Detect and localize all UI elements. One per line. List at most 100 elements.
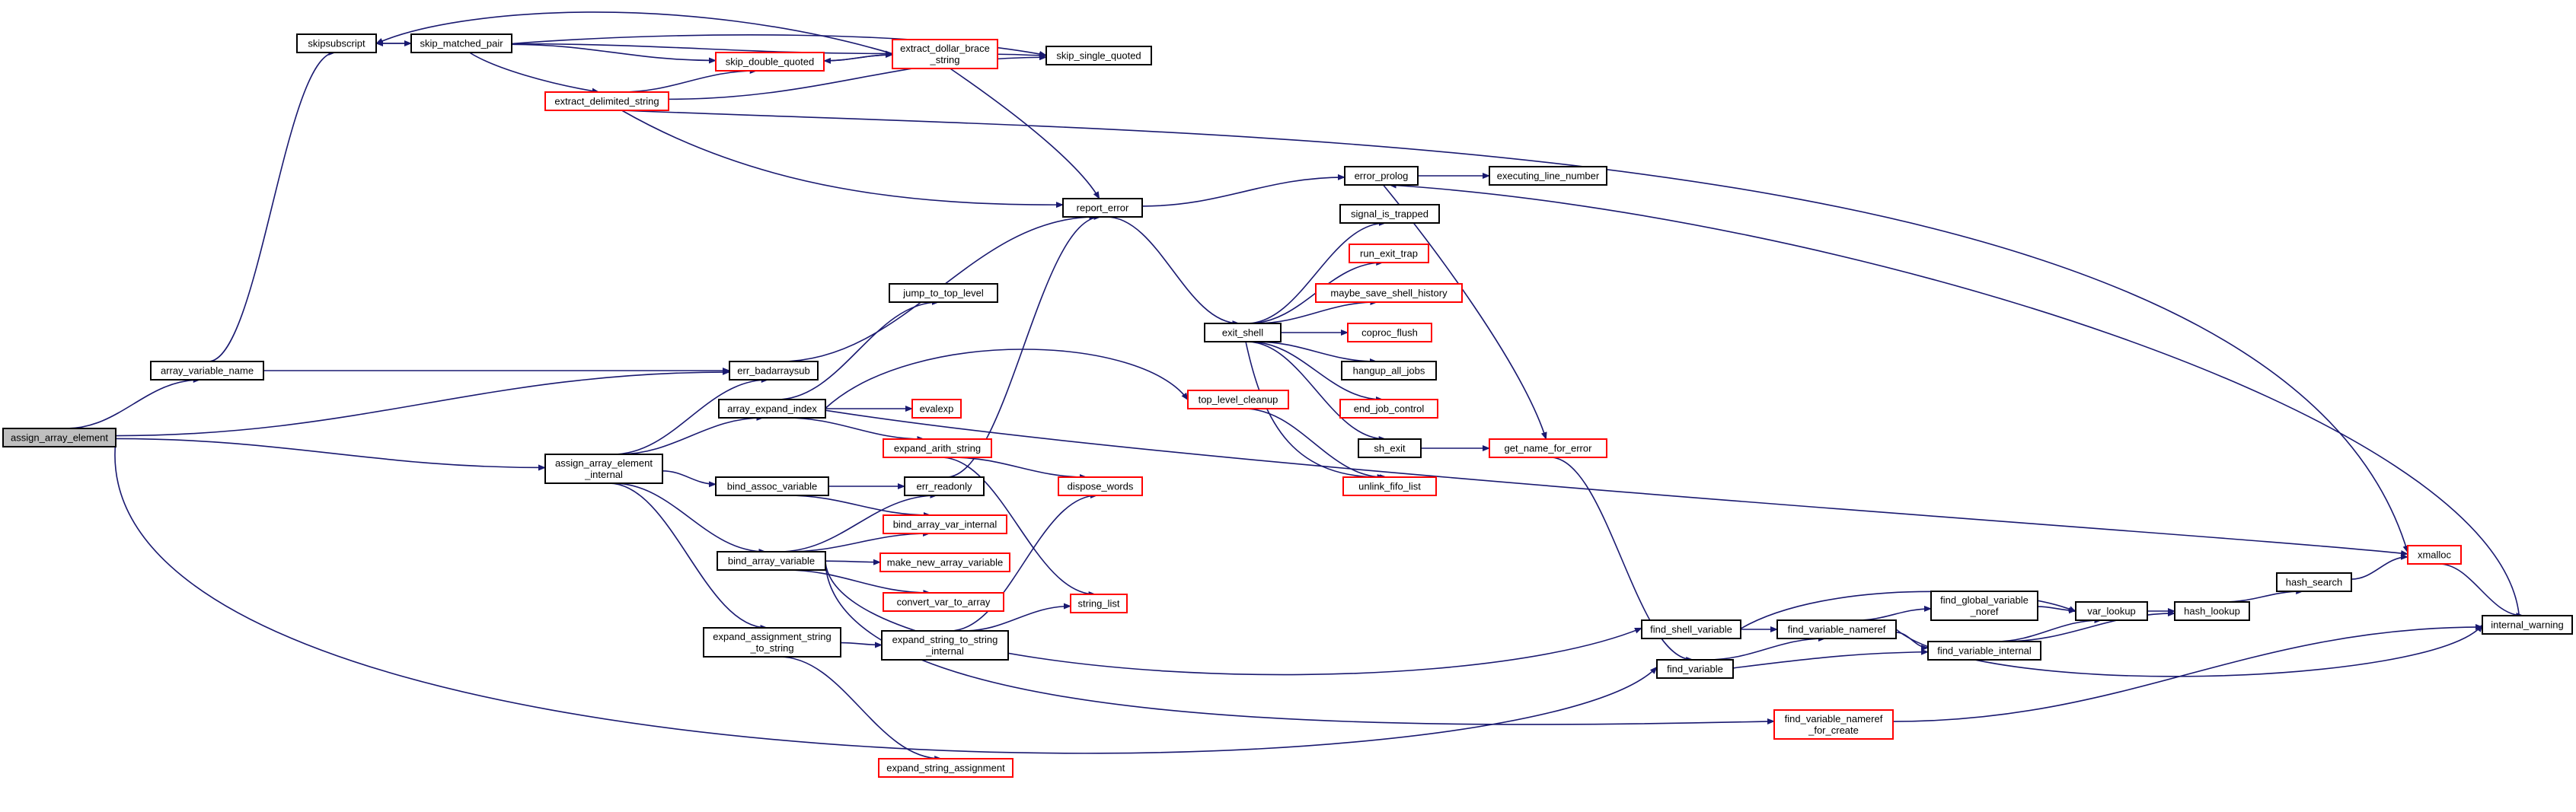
node-box[interactable] (150, 361, 264, 381)
node-find_global_variable_noref[interactable]: find_global_variable_noref (1930, 591, 2038, 621)
node-box[interactable] (2174, 601, 2250, 621)
node-skip_double_quoted[interactable]: skip_double_quoted (715, 52, 825, 72)
node-bind_assoc_variable[interactable]: bind_assoc_variable (715, 476, 829, 496)
node-box[interactable] (883, 514, 1007, 534)
node-xmalloc[interactable]: xmalloc (2407, 545, 2462, 565)
node-box[interactable] (718, 399, 826, 419)
node-expand_string_assignment[interactable]: expand_string_assignment (878, 758, 1013, 778)
node-skipsubscript[interactable]: skipsubscript (296, 33, 377, 53)
node-box[interactable] (883, 438, 992, 458)
node-box[interactable] (2075, 601, 2148, 621)
node-expand_assignment_string_to_string[interactable]: expand_assignment_string_to_string (703, 627, 841, 658)
node-box[interactable] (1489, 166, 1607, 186)
node-box[interactable] (1070, 594, 1128, 613)
node-box[interactable] (2276, 572, 2352, 592)
node-box[interactable] (1358, 438, 1422, 458)
node-box[interactable] (1058, 476, 1143, 496)
node-box[interactable] (1641, 619, 1741, 639)
node-top_level_cleanup[interactable]: top_level_cleanup (1187, 390, 1289, 409)
node-skip_single_quoted[interactable]: skip_single_quoted (1045, 46, 1152, 65)
node-box[interactable] (1930, 591, 2038, 621)
node-box[interactable] (410, 33, 512, 53)
node-run_exit_trap[interactable]: run_exit_trap (1349, 244, 1429, 263)
node-string_list[interactable]: string_list (1070, 594, 1128, 613)
node-bind_array_variable[interactable]: bind_array_variable (717, 551, 826, 571)
node-find_variable_internal[interactable]: find_variable_internal (1927, 641, 2041, 661)
node-box[interactable] (1344, 166, 1419, 186)
node-box[interactable] (1349, 244, 1429, 263)
node-box[interactable] (715, 52, 825, 72)
node-box[interactable] (1656, 659, 1734, 679)
node-assign_array_element[interactable]: assign_array_element (2, 428, 117, 447)
node-box[interactable] (881, 630, 1009, 661)
node-box[interactable] (1315, 283, 1463, 303)
node-box[interactable] (879, 552, 1010, 572)
node-report_error[interactable]: report_error (1062, 198, 1143, 218)
node-box[interactable] (1773, 709, 1894, 740)
node-box[interactable] (296, 33, 377, 53)
node-box[interactable] (1062, 198, 1143, 218)
node-evalexp[interactable]: evalexp (911, 399, 962, 419)
node-box[interactable] (1776, 619, 1897, 639)
node-box[interactable] (1339, 399, 1438, 419)
node-box[interactable] (1347, 323, 1432, 342)
node-box[interactable] (1341, 361, 1437, 381)
node-find_shell_variable[interactable]: find_shell_variable (1641, 619, 1741, 639)
node-hash_search[interactable]: hash_search (2276, 572, 2352, 592)
node-box[interactable] (544, 454, 663, 484)
node-jump_to_top_level[interactable]: jump_to_top_level (889, 283, 998, 303)
node-box[interactable] (878, 758, 1013, 778)
node-array_variable_name[interactable]: array_variable_name (150, 361, 264, 381)
node-expand_arith_string[interactable]: expand_arith_string (883, 438, 992, 458)
node-skip_matched_pair[interactable]: skip_matched_pair (410, 33, 512, 53)
node-dispose_words[interactable]: dispose_words (1058, 476, 1143, 496)
node-box[interactable] (911, 399, 962, 419)
node-box[interactable] (883, 592, 1004, 612)
node-error_prolog[interactable]: error_prolog (1344, 166, 1419, 186)
node-assign_array_element_internal[interactable]: assign_array_element_internal (544, 454, 663, 484)
node-make_new_array_variable[interactable]: make_new_array_variable (879, 552, 1010, 572)
node-extract_delimited_string[interactable]: extract_delimited_string (544, 91, 669, 111)
node-coproc_flush[interactable]: coproc_flush (1347, 323, 1432, 342)
node-array_expand_index[interactable]: array_expand_index (718, 399, 826, 419)
node-exit_shell[interactable]: exit_shell (1204, 323, 1282, 342)
node-hangup_all_jobs[interactable]: hangup_all_jobs (1341, 361, 1437, 381)
node-unlink_fifo_list[interactable]: unlink_fifo_list (1342, 476, 1437, 496)
node-box[interactable] (544, 91, 669, 111)
node-box[interactable] (889, 283, 998, 303)
node-hash_lookup[interactable]: hash_lookup (2174, 601, 2250, 621)
node-expand_string_to_string_internal[interactable]: expand_string_to_string_internal (881, 630, 1009, 661)
node-find_variable[interactable]: find_variable (1656, 659, 1734, 679)
node-internal_warning[interactable]: internal_warning (2482, 615, 2573, 635)
node-box[interactable] (2482, 615, 2573, 635)
node-err_readonly[interactable]: err_readonly (904, 476, 985, 496)
node-box[interactable] (892, 39, 998, 69)
node-box[interactable] (729, 361, 819, 381)
node-convert_var_to_array[interactable]: convert_var_to_array (883, 592, 1004, 612)
node-box[interactable] (1339, 204, 1440, 224)
node-err_badarraysub[interactable]: err_badarraysub (729, 361, 819, 381)
node-find_variable_nameref_for_create[interactable]: find_variable_nameref_for_create (1773, 709, 1894, 740)
node-box[interactable] (2407, 545, 2462, 565)
node-box[interactable] (1927, 641, 2041, 661)
node-var_lookup[interactable]: var_lookup (2075, 601, 2148, 621)
node-sh_exit[interactable]: sh_exit (1358, 438, 1422, 458)
node-box[interactable] (1045, 46, 1152, 65)
node-box[interactable] (703, 627, 841, 658)
node-get_name_for_error[interactable]: get_name_for_error (1489, 438, 1607, 458)
node-signal_is_trapped[interactable]: signal_is_trapped (1339, 204, 1440, 224)
node-box[interactable] (1489, 438, 1607, 458)
node-find_variable_nameref[interactable]: find_variable_nameref (1776, 619, 1897, 639)
node-box[interactable] (715, 476, 829, 496)
node-box[interactable] (1187, 390, 1289, 409)
node-box[interactable] (2, 428, 117, 447)
node-maybe_save_shell_history[interactable]: maybe_save_shell_history (1315, 283, 1463, 303)
node-executing_line_number[interactable]: executing_line_number (1489, 166, 1607, 186)
node-box[interactable] (717, 551, 826, 571)
node-end_job_control[interactable]: end_job_control (1339, 399, 1438, 419)
node-box[interactable] (904, 476, 985, 496)
node-box[interactable] (1342, 476, 1437, 496)
node-box[interactable] (1204, 323, 1282, 342)
node-bind_array_var_internal[interactable]: bind_array_var_internal (883, 514, 1007, 534)
node-extract_dollar_brace_string[interactable]: extract_dollar_brace_string (892, 39, 998, 69)
